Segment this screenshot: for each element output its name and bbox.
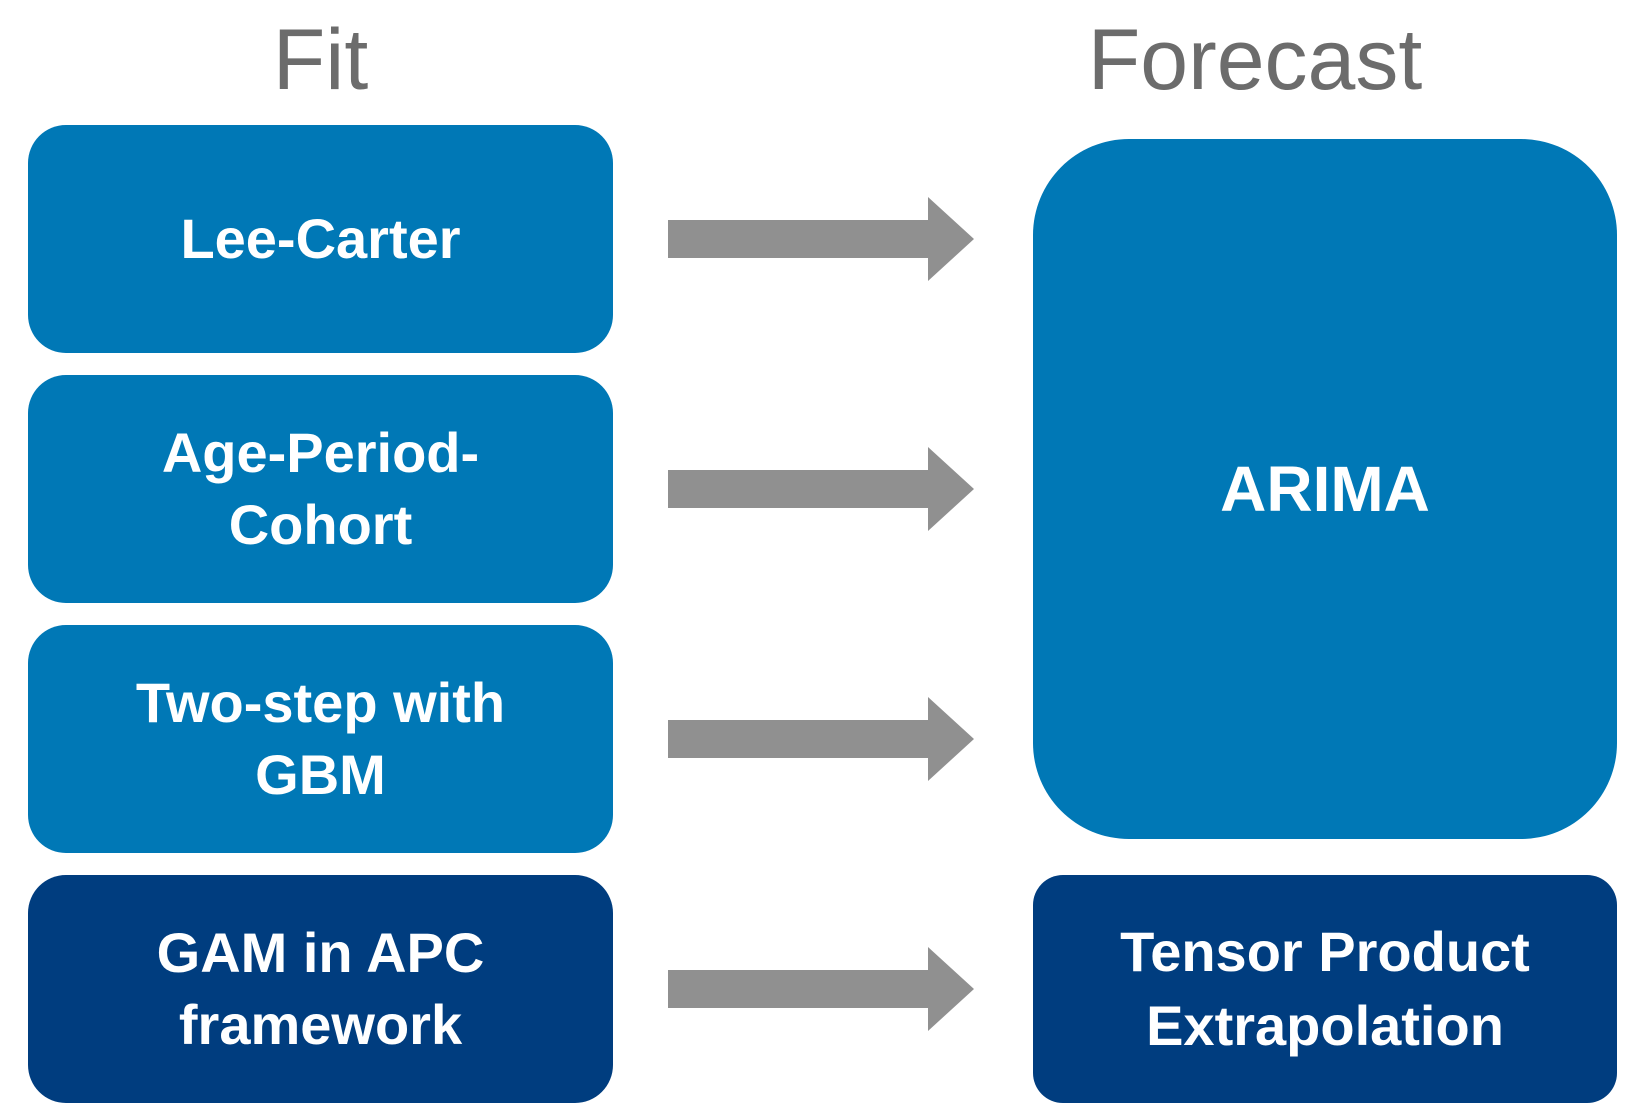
forecast-box-tensor-label-line2: Extrapolation bbox=[1146, 994, 1504, 1057]
arrow-right-icon bbox=[668, 947, 974, 1031]
arrow-right-icon bbox=[668, 697, 974, 781]
fit-box-two-step-with-gbm-label-line1: Two-step with bbox=[135, 671, 506, 734]
fit-box-gam-in-apc-framework-label-line1: GAM in APC bbox=[156, 921, 485, 984]
fit-box-gam-in-apc-framework-label-line2: framework bbox=[178, 993, 463, 1056]
forecast-box-arima: ARIMA bbox=[1033, 139, 1617, 839]
fit-box-gam-in-apc-framework: GAM in APC framework bbox=[28, 875, 613, 1103]
fit-box-lee-carter: Lee-Carter bbox=[28, 125, 613, 353]
forecast-box-tensor-product-extrapolation: Tensor Product Extrapolation bbox=[1033, 875, 1617, 1103]
arrow-right-icon bbox=[668, 447, 974, 531]
column-heading-forecast: Forecast bbox=[1087, 12, 1423, 108]
fit-box-age-period-cohort-label-line1: Age-Period- bbox=[161, 421, 480, 484]
fit-box-lee-carter-label: Lee-Carter bbox=[180, 207, 461, 270]
fit-box-age-period-cohort: Age-Period- Cohort bbox=[28, 375, 613, 603]
arrow-right-icon bbox=[668, 197, 974, 281]
column-heading-fit: Fit bbox=[272, 12, 369, 108]
forecast-box-arima-label: ARIMA bbox=[1220, 453, 1430, 525]
fit-box-two-step-with-gbm: Two-step with GBM bbox=[28, 625, 613, 853]
fit-box-age-period-cohort-label-line2: Cohort bbox=[228, 493, 413, 556]
fit-box-two-step-with-gbm-label-line2: GBM bbox=[255, 743, 386, 806]
forecast-box-tensor-label-line1: Tensor Product bbox=[1120, 920, 1530, 983]
